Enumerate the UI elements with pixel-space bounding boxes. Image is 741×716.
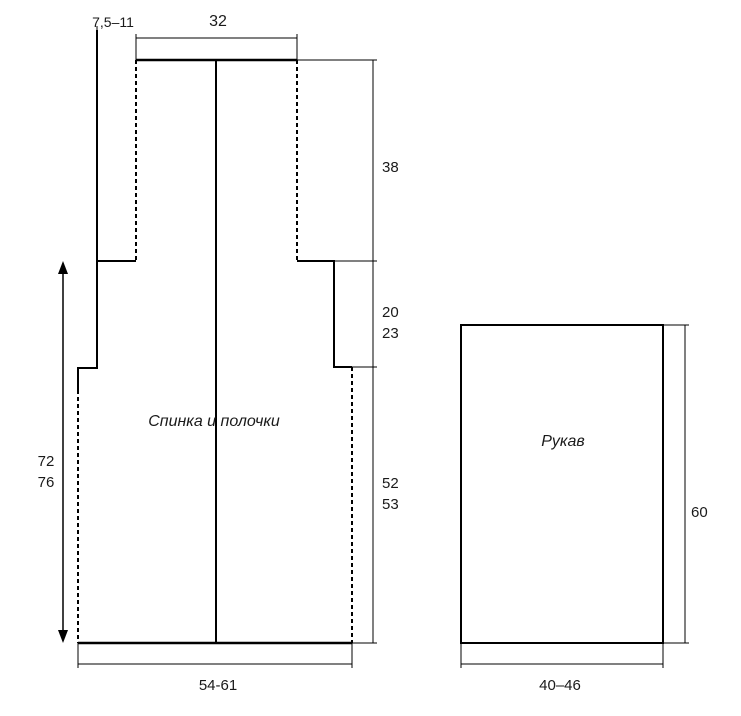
sleeve-title: Рукав: [541, 433, 584, 450]
total-length-label-a: 72: [38, 453, 55, 470]
back-and-fronts-title: Спинка и полочки: [148, 413, 280, 430]
shoulder-width-label: 7,5–11: [92, 14, 134, 30]
back-and-fronts-piece: 7,5–11 32 38 20 23 52 53 72 76 54-61 Спи…: [38, 13, 399, 694]
side-length-label-a: 52: [382, 475, 399, 492]
arrow-down-icon: [58, 630, 68, 643]
sleeve-outline: [460, 324, 664, 644]
arrow-up-icon: [58, 261, 68, 274]
total-length-label-b: 76: [38, 474, 55, 491]
armhole-depth-label-a: 20: [382, 304, 399, 321]
side-length-label-b: 53: [382, 496, 399, 513]
right-armhole-outline: [297, 260, 352, 368]
width-label: 54-61: [199, 677, 237, 694]
armhole-depth-label-b: 23: [382, 325, 399, 342]
left-armhole-outline: [77, 261, 98, 390]
left-outline: [96, 30, 136, 262]
sleeve-length-label: 60: [691, 504, 708, 521]
sleeve-piece: Рукав 60 40–46: [460, 324, 708, 694]
neck-depth-label: 38: [382, 159, 399, 176]
sleeve-width-label: 40–46: [539, 677, 581, 694]
neck-width-label: 32: [209, 13, 227, 30]
